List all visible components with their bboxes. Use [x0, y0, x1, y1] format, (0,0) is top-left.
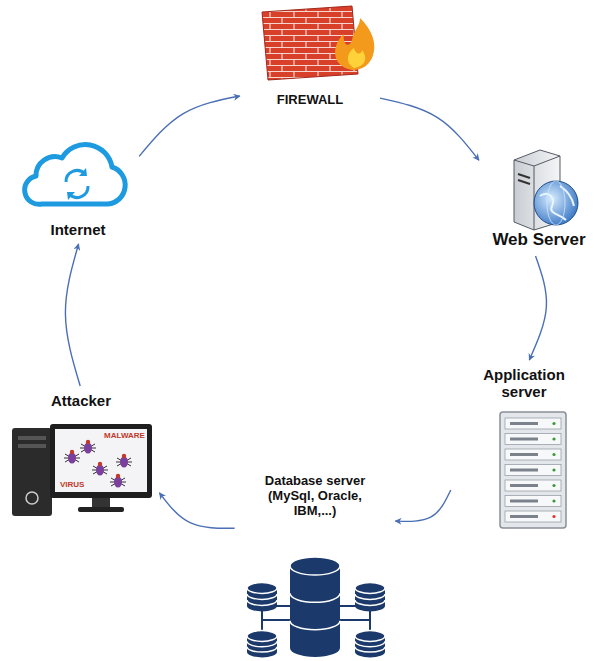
node-label: Web Server [485, 230, 593, 250]
server-rack-icon [552, 422, 555, 425]
flow-arrow [395, 490, 451, 521]
database-icon [355, 641, 385, 646]
flow-arrow [65, 244, 80, 386]
server-rack-icon [505, 465, 561, 476]
node-label: Application server [464, 366, 584, 401]
server-rack-icon [505, 418, 561, 429]
database-icon [247, 600, 277, 605]
server-rack-icon [505, 496, 561, 507]
server-rack-icon [510, 469, 538, 472]
web-server-icon [534, 181, 578, 225]
server-rack-icon [505, 480, 561, 491]
database-icon [247, 647, 277, 652]
server-rack-icon [505, 449, 561, 460]
database-icon [290, 593, 340, 602]
server-rack-icon [552, 499, 555, 502]
attacker-computer-icon [12, 424, 152, 516]
database-icon [247, 631, 277, 642]
web-server-icon [514, 150, 578, 230]
attacker-computer-icon [26, 492, 38, 504]
flow-arrow [139, 96, 240, 156]
node-label: Attacker [16, 392, 146, 409]
server-rack-icon [505, 418, 561, 522]
application-server-node: Application server [456, 366, 592, 532]
web-server-icon [540, 186, 574, 220]
server-rack-icon [510, 500, 538, 503]
database-icon [247, 594, 277, 599]
database-icon [290, 566, 340, 657]
flow-arrow [529, 256, 546, 360]
screen-text: MALWARE [104, 431, 145, 440]
internet-node: Internet [22, 148, 134, 238]
server-rack-icon [505, 434, 561, 445]
server-rack-icon [552, 515, 555, 518]
database-icon [355, 600, 385, 605]
web-server-icon [547, 181, 565, 225]
server-rack-icon [552, 468, 555, 471]
database-icon [290, 557, 340, 575]
firewall-icon [262, 6, 374, 80]
node-label: Database server (MySql, Oracle, IBM,...) [248, 474, 382, 519]
attacker-computer-icon [92, 498, 110, 508]
attacker-computer-icon [78, 507, 124, 512]
database-icon [247, 641, 277, 646]
attacker-computer-icon [70, 450, 74, 454]
database-icon [355, 583, 385, 594]
database-icon [355, 647, 385, 652]
server-rack-icon [552, 484, 555, 487]
cloud-icon [25, 145, 125, 205]
attacker-computer-icon [12, 428, 52, 516]
server-rack-icon [552, 453, 555, 456]
database-icon [290, 621, 340, 630]
server-rack-icon [500, 412, 566, 528]
cloud-icon [25, 145, 125, 205]
server-rack-icon [510, 422, 538, 425]
flow-arrow [380, 98, 479, 160]
attacker-computer-icon [98, 462, 102, 466]
server-rack-icon [510, 438, 538, 441]
attacker-computer-icon [55, 429, 147, 492]
cloud-icon [69, 186, 88, 197]
attacker-computer-icon [18, 444, 46, 448]
attacker-computer-icon [86, 440, 90, 444]
screen-text: VIRUS [60, 480, 84, 489]
database-icon [355, 631, 385, 642]
attacker-computer-icon [18, 436, 46, 440]
attacker-computer-icon [122, 454, 126, 458]
node-label: FIREWALL [250, 93, 370, 108]
web-server-node: Web Server [484, 146, 594, 250]
server-rack-icon [505, 511, 561, 522]
web-server-icon [518, 174, 530, 184]
database-server-node: Database server (MySql, Oracle, IBM,...) [240, 474, 390, 658]
database-icon [247, 557, 385, 657]
server-rack-icon [552, 437, 555, 440]
server-rack-icon [510, 453, 538, 456]
database-icon [355, 594, 385, 599]
database-icon [247, 557, 385, 657]
firewall-icon [335, 18, 374, 70]
cloud-icon [67, 192, 75, 200]
database-icon [247, 583, 277, 594]
server-rack-icon [510, 484, 538, 487]
firewall-icon [348, 48, 365, 68]
node-label: Internet [26, 221, 130, 238]
cloud-icon [79, 168, 87, 176]
attacker-computer-icon [116, 474, 120, 478]
flow-arrow [159, 493, 234, 528]
server-rack-icon [500, 412, 566, 528]
attacker-computer-icon [50, 424, 152, 498]
server-rack-icon [510, 515, 538, 518]
firewall-node: FIREWALL [245, 0, 375, 108]
cloud-icon [66, 171, 85, 182]
attacker-node: Attacker [8, 392, 154, 520]
